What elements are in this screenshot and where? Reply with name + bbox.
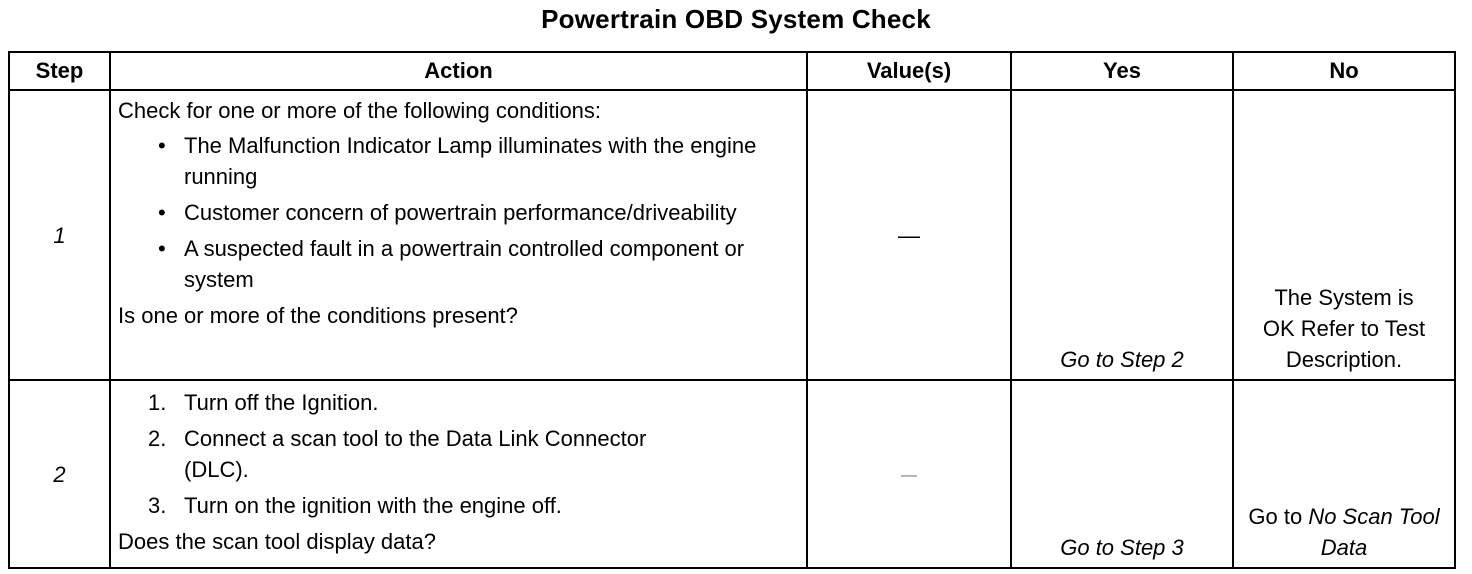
list-item: 3. Turn on the ignition with the engine … <box>118 490 744 521</box>
bullet-mark: • <box>158 236 166 261</box>
header-action: Action <box>109 51 808 91</box>
action-intro: Check for one or more of the following c… <box>118 98 602 123</box>
item-number: 2. <box>148 426 167 451</box>
value-dash: — <box>898 222 920 248</box>
yes-cell: Go to Step 2 <box>1010 89 1234 381</box>
header-values: Value(s) <box>806 51 1012 91</box>
list-item-text: The Malfunction Indicator Lamp illuminat… <box>184 133 757 189</box>
table-row: 1 Check for one or more of the following… <box>8 89 1456 381</box>
no-cell: Go to No Scan Tool Data <box>1232 379 1456 569</box>
list-item-text: Turn off the Ignition. <box>184 390 379 415</box>
action-cell: Check for one or more of the following c… <box>109 89 808 381</box>
action-question: Does the scan tool display data? <box>118 529 436 554</box>
yes-link[interactable]: Go to Step 2 <box>1060 347 1184 372</box>
header-yes: Yes <box>1010 51 1234 91</box>
header-no: No <box>1232 51 1456 91</box>
header-step: Step <box>8 51 111 91</box>
item-number: 1. <box>148 390 167 415</box>
condition-list: • The Malfunction Indicator Lamp illumin… <box>118 130 798 295</box>
no-prefix: Go to <box>1248 504 1309 529</box>
page-title: Powertrain OBD System Check <box>541 4 931 34</box>
no-text-line: Description. <box>1285 347 1403 372</box>
action-question: Is one or more of the conditions present… <box>118 303 518 328</box>
list-item-text: Connect a scan tool to the Data Link Con… <box>184 426 647 482</box>
table-row: 2 1. Turn off the Ignition. 2. Connect a… <box>8 379 1456 569</box>
yes-cell: Go to Step 3 <box>1010 379 1234 569</box>
item-number: 3. <box>148 493 167 518</box>
list-item-text: Turn on the ignition with the engine off… <box>184 493 562 518</box>
procedure-list: 1. Turn off the Ignition. 2. Connect a s… <box>118 387 798 521</box>
header-row: Step Action Value(s) Yes No <box>8 51 1456 91</box>
list-item-text: Customer concern of powertrain performan… <box>184 200 737 225</box>
no-cell: The System is OK Refer to Test Descripti… <box>1232 89 1456 381</box>
bullet-mark: • <box>158 133 166 158</box>
value-cell: — <box>806 89 1012 381</box>
yes-link[interactable]: Go to Step 3 <box>1060 535 1184 560</box>
no-text-line: The System is <box>1274 285 1414 310</box>
step-number: 1 <box>8 89 111 381</box>
value-dash: — <box>901 467 917 484</box>
value-cell: — <box>806 379 1012 569</box>
list-item: 2. Connect a scan tool to the Data Link … <box>118 423 664 485</box>
bullet-mark: • <box>158 200 166 225</box>
list-item: • The Malfunction Indicator Lamp illumin… <box>118 130 784 192</box>
step-number: 2 <box>8 379 111 569</box>
no-scan-tool-data-link[interactable]: No Scan Tool Data <box>1308 504 1440 560</box>
list-item-text: A suspected fault in a powertrain contro… <box>184 236 745 292</box>
system-check-table: Step Action Value(s) Yes No 1 Check for … <box>8 51 1456 569</box>
list-item: • A suspected fault in a powertrain cont… <box>118 233 784 295</box>
list-item: 1. Turn off the Ignition. <box>118 387 744 418</box>
list-item: • Customer concern of powertrain perform… <box>118 197 784 228</box>
action-cell: 1. Turn off the Ignition. 2. Connect a s… <box>109 379 808 569</box>
no-text-line: OK Refer to Test <box>1262 316 1426 341</box>
